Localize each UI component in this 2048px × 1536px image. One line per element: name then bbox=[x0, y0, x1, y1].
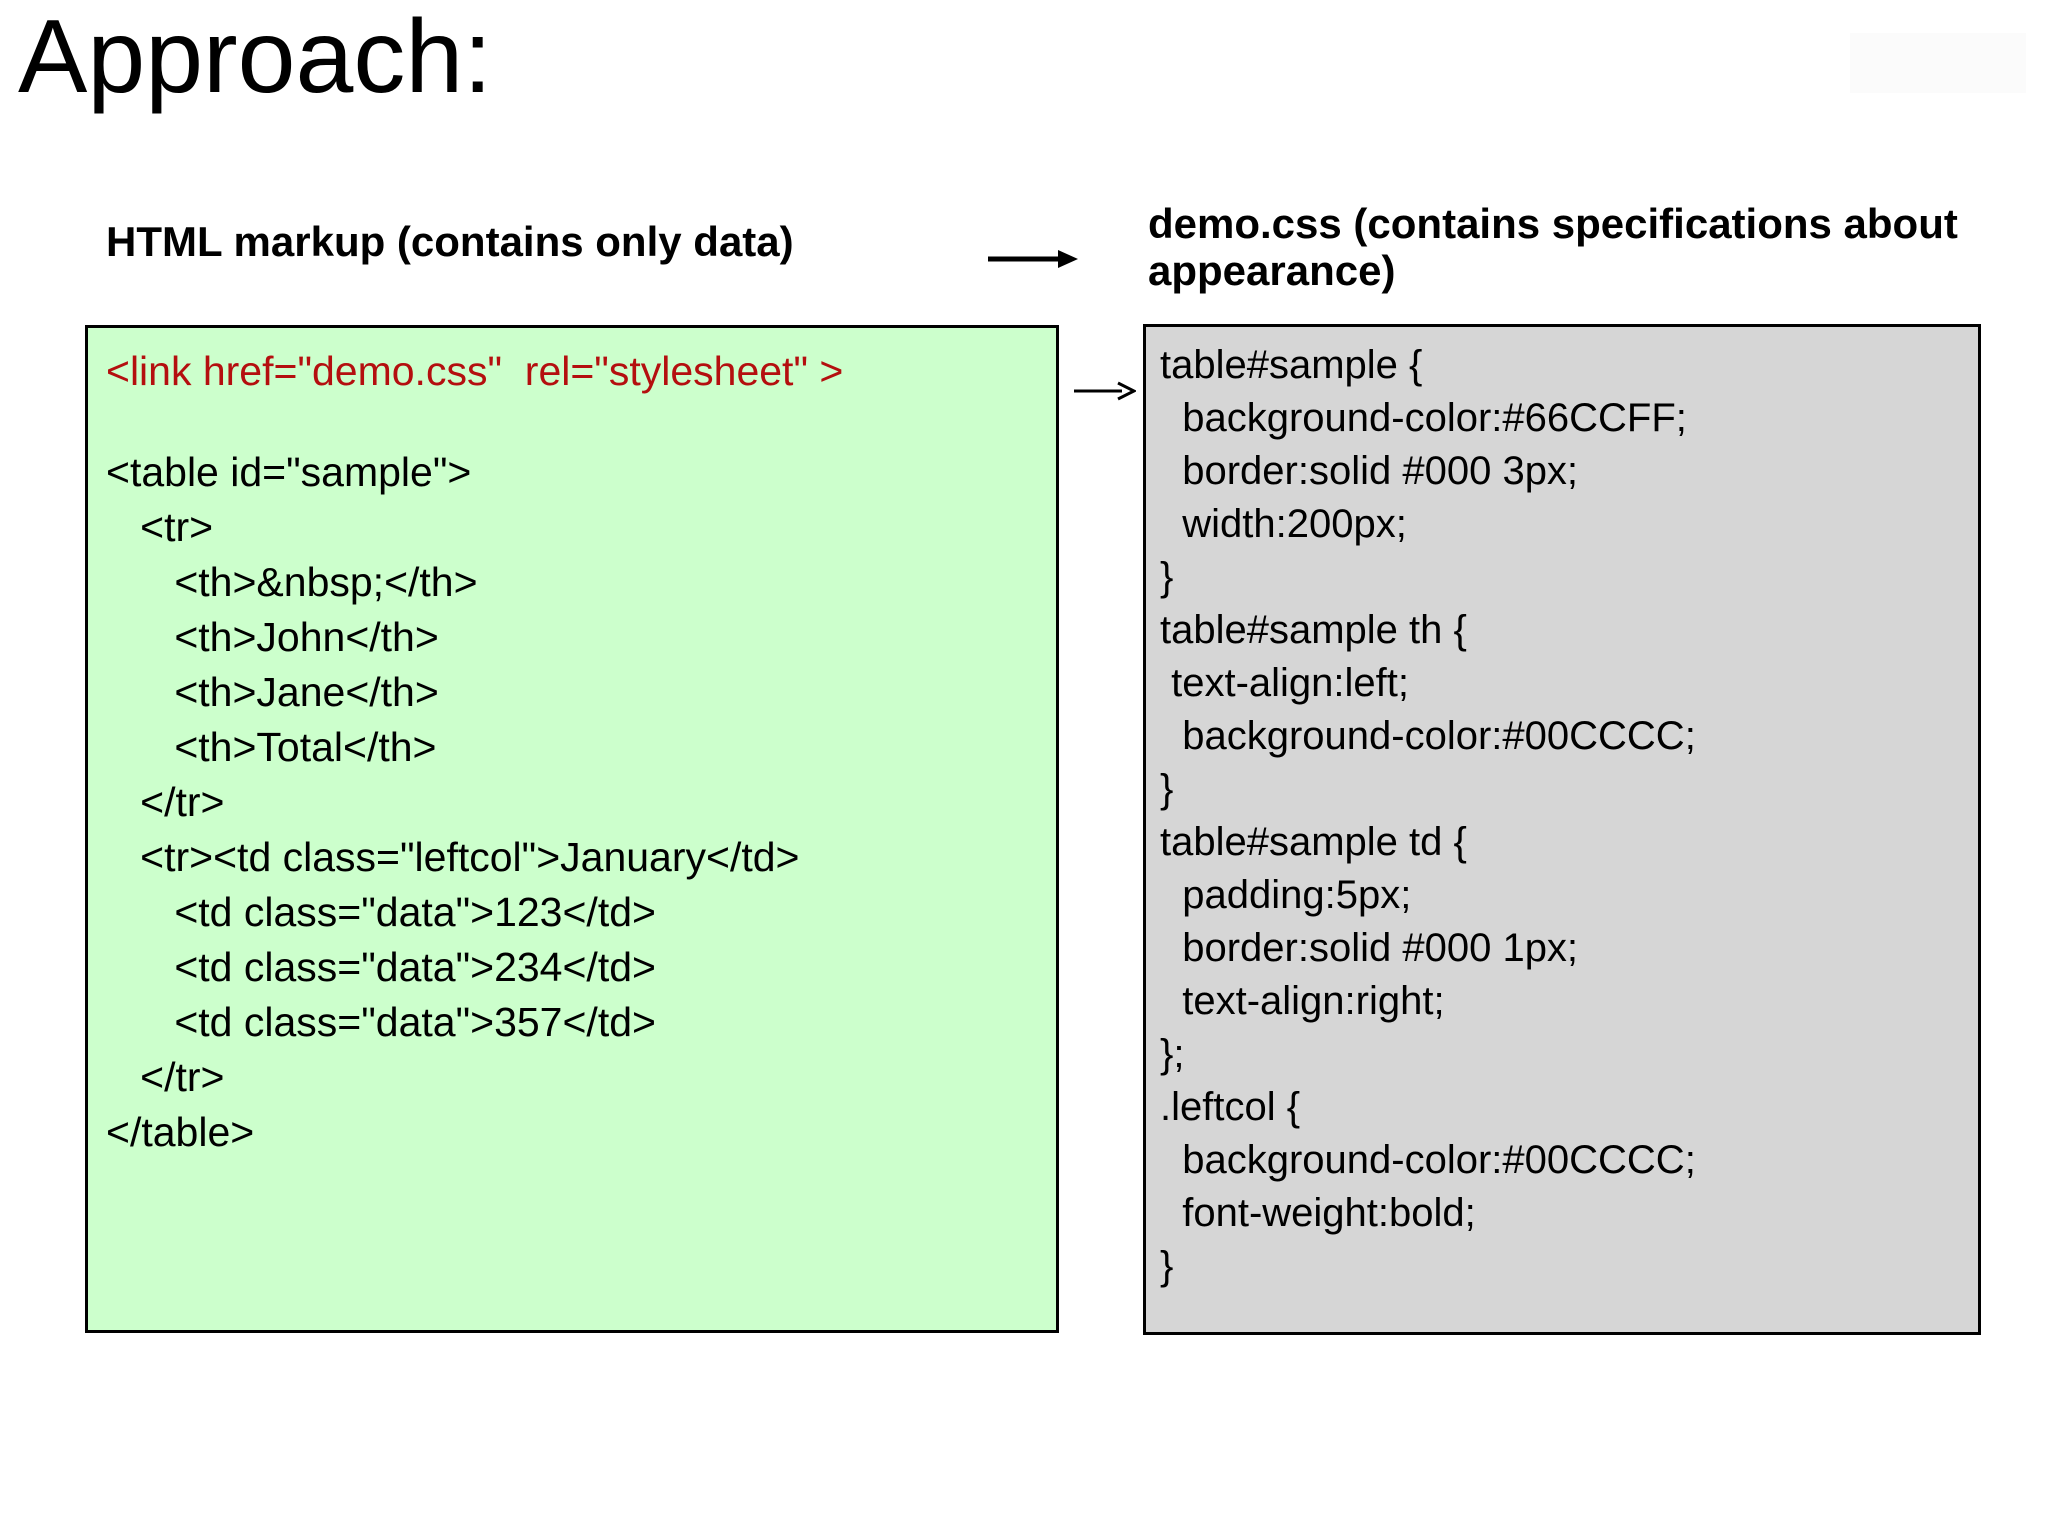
code-line-link: <link href="demo.css" rel="stylesheet" > bbox=[106, 348, 844, 394]
code-line: <tr><td class="leftcol">January</td> bbox=[106, 834, 800, 880]
css-line: } bbox=[1160, 767, 1174, 811]
css-line: text-align:right; bbox=[1160, 979, 1445, 1023]
css-line: background-color:#00CCCC; bbox=[1160, 1138, 1696, 1182]
html-markup-label: HTML markup (contains only data) bbox=[106, 218, 794, 265]
css-line: background-color:#66CCFF; bbox=[1160, 396, 1687, 440]
arrow-right-icon-middle bbox=[1074, 381, 1136, 401]
css-line: font-weight:bold; bbox=[1160, 1191, 1476, 1235]
code-line: <td class="data">234</td> bbox=[106, 944, 656, 990]
css-line: border:solid #000 1px; bbox=[1160, 926, 1579, 970]
code-line: <td class="data">357</td> bbox=[106, 999, 656, 1045]
css-line: width:200px; bbox=[1160, 502, 1407, 546]
css-line: padding:5px; bbox=[1160, 873, 1412, 917]
css-line: }; bbox=[1160, 1032, 1185, 1076]
code-line: <th>Jane</th> bbox=[106, 669, 439, 715]
css-line: } bbox=[1160, 555, 1174, 599]
code-line: </table> bbox=[106, 1109, 255, 1155]
code-line: </tr> bbox=[106, 1054, 225, 1100]
css-line: border:solid #000 3px; bbox=[1160, 449, 1579, 493]
demo-css-label: demo.css (contains specifications about … bbox=[1148, 200, 1958, 295]
demo-css-code-box: table#sample { background-color:#66CCFF;… bbox=[1143, 324, 1981, 1335]
css-line: table#sample { bbox=[1160, 343, 1423, 387]
code-blank-line bbox=[88, 399, 1056, 445]
code-line: <th>Total</th> bbox=[106, 724, 437, 770]
code-line: <th>John</th> bbox=[106, 614, 439, 660]
html-markup-code-box: <link href="demo.css" rel="stylesheet" >… bbox=[85, 325, 1059, 1333]
css-line: background-color:#00CCCC; bbox=[1160, 714, 1696, 758]
css-line: table#sample th { bbox=[1160, 608, 1467, 652]
code-line: <td class="data">123</td> bbox=[106, 889, 656, 935]
code-line: <tr> bbox=[106, 504, 214, 550]
css-line: } bbox=[1160, 1244, 1174, 1288]
css-line: table#sample td { bbox=[1160, 820, 1467, 864]
decorative-corner-plate bbox=[1850, 33, 2026, 93]
code-line: <table id="sample"> bbox=[106, 449, 472, 495]
code-line: <th>&nbsp;</th> bbox=[106, 559, 478, 605]
css-line: text-align:left; bbox=[1160, 661, 1410, 705]
page-title: Approach: bbox=[18, 0, 493, 115]
code-line: </tr> bbox=[106, 779, 225, 825]
arrow-right-icon-top bbox=[988, 250, 1078, 268]
css-line: .leftcol { bbox=[1160, 1085, 1301, 1129]
